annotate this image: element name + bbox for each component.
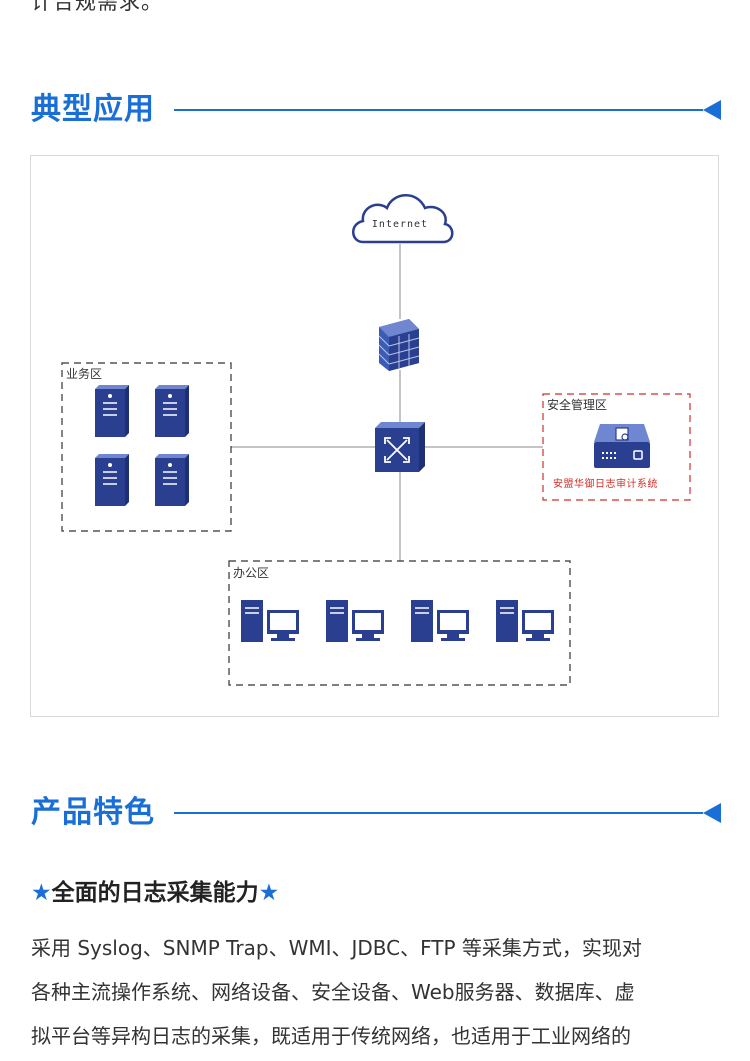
feature-title: ★全面的日志采集能力★ xyxy=(31,873,279,907)
desktop-pc-icon xyxy=(326,600,384,642)
section-divider-line xyxy=(174,812,703,814)
zone-label-security: 安全管理区 xyxy=(545,396,610,413)
section-title: 产品特色 xyxy=(31,795,155,830)
section-title: 典型应用 xyxy=(31,92,155,127)
device-caption: 安盟华御日志审计系统 xyxy=(553,479,658,490)
section-arrow-icon xyxy=(703,100,721,120)
cloud-icon xyxy=(352,194,454,244)
server-icon xyxy=(95,454,129,506)
desktop-pc-icon xyxy=(241,600,299,642)
network-diagram: Internet 业务区 安全管理区 办公区 安盟华御日志审计系统 xyxy=(30,155,719,717)
business-zone-border xyxy=(61,362,232,532)
section-header-product-features: 产品特色 xyxy=(31,793,721,833)
server-icon xyxy=(155,454,189,506)
connection-lines xyxy=(231,244,543,561)
section-divider-line xyxy=(174,109,703,111)
feature-description-line: 各种主流操作系统、网络设备、安全设备、Web服务器、数据库、虚 xyxy=(31,980,635,1004)
desktop-pc-icon xyxy=(411,600,469,642)
star-icon: ★ xyxy=(31,880,52,906)
feature-description-line: 拟平台等异构日志的采集，既适用于传统网络，也适用于工业网络的 xyxy=(31,1024,631,1048)
intro-tail-text: 计合规需求。 xyxy=(31,0,163,14)
zone-label-office: 办公区 xyxy=(231,564,272,581)
log-audit-appliance-icon xyxy=(594,424,650,468)
zone-label-business: 业务区 xyxy=(64,365,105,382)
firewall-icon xyxy=(378,319,420,371)
office-zone-border xyxy=(228,560,571,686)
switch-icon xyxy=(375,422,425,472)
feature-title-text: 全面的日志采集能力 xyxy=(51,880,259,906)
security-zone-border xyxy=(542,393,691,501)
network-diagram-canvas: Internet xyxy=(61,194,691,686)
server-icon xyxy=(155,385,189,437)
section-arrow-icon xyxy=(703,803,721,823)
feature-description: 采用 Syslog、SNMP Trap、WMI、JDBC、FTP 等采集方式，实… xyxy=(31,926,721,1058)
desktop-pc-icon xyxy=(496,600,554,642)
star-icon: ★ xyxy=(258,880,280,906)
feature-description-line: 采用 Syslog、SNMP Trap、WMI、JDBC、FTP 等采集方式，实… xyxy=(31,936,642,960)
server-icon xyxy=(95,385,129,437)
internet-label: Internet xyxy=(372,219,428,230)
section-header-typical-application: 典型应用 xyxy=(31,90,721,130)
